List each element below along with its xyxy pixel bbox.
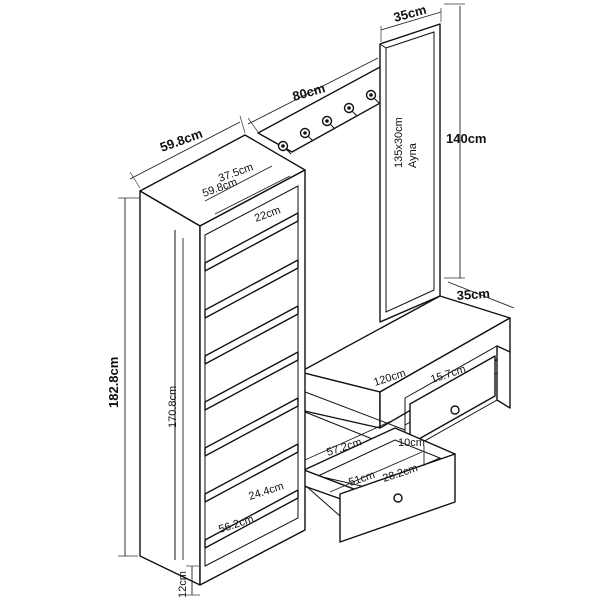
dimension-lines — [118, 3, 515, 596]
inner-height-label: 170.8cm — [167, 386, 179, 428]
drawer-height-label: 10cm — [398, 437, 425, 449]
hook-5 — [365, 89, 380, 104]
hook-3 — [321, 115, 336, 130]
hook-1 — [277, 140, 292, 155]
cabinet-shelves — [204, 212, 299, 549]
total-height-label: 182.8cm — [106, 357, 121, 408]
coat-hooks — [277, 89, 380, 155]
hook-2 — [299, 127, 314, 142]
tall-cabinet — [139, 134, 306, 586]
bench-unit — [299, 295, 511, 453]
cabinet-width-label: 59.8cm — [158, 126, 205, 155]
mirror-name-label: Ayna — [407, 142, 419, 168]
open-drawer — [303, 427, 456, 543]
mirror-height-label: 140cm — [446, 131, 486, 146]
mirror-size-label: 135x30cm — [393, 117, 405, 168]
plinth-height-label: 12cm — [177, 571, 189, 598]
hook-4 — [343, 102, 358, 117]
mirror-panel — [379, 23, 441, 323]
bench-depth-label: 35cm — [456, 286, 490, 303]
